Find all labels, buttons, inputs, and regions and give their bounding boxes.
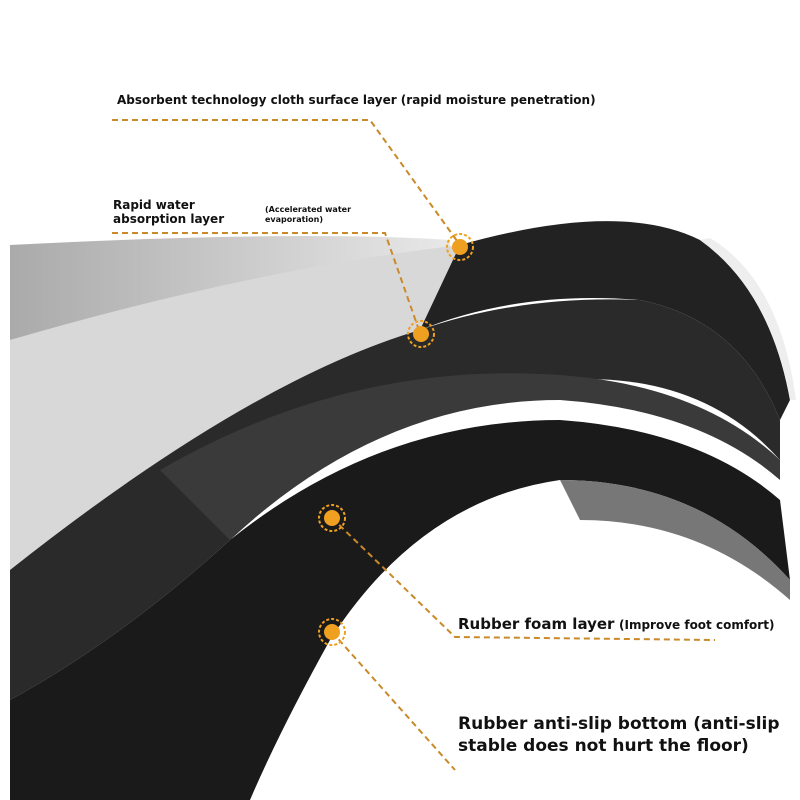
- leader-line-bottom: [331, 631, 456, 771]
- label-surface-layer: Absorbent technology cloth surface layer…: [117, 93, 596, 107]
- label-anti-slip-bottom: Rubber anti-slip bottom (anti-slip stabl…: [458, 713, 780, 757]
- label-foam-layer: Rubber foam layer: [458, 615, 615, 633]
- label-absorption-note-2: evaporation): [265, 215, 324, 224]
- label-absorption-note: (Accelerated water evaporation): [265, 205, 351, 225]
- leader-line-foam: [331, 517, 716, 641]
- foam-layer: [10, 299, 780, 700]
- marker-dot-bottom: [318, 618, 346, 646]
- anti-slip-bottom: [10, 420, 790, 800]
- label-absorption-line-1: Rapid water: [113, 198, 195, 212]
- label-absorption-line-2: absorption layer: [113, 212, 225, 226]
- leader-line-surface: [112, 119, 461, 246]
- marker-dots: [318, 233, 474, 646]
- label-absorption-note-1: (Accelerated water: [265, 205, 352, 214]
- label-absorption-layer: Rapid water absorption layer: [113, 198, 224, 226]
- leader-line-absorption: [112, 232, 421, 334]
- marker-dot-foam: [318, 504, 346, 532]
- bottom-edge: [560, 480, 790, 600]
- label-bottom-line-1: Rubber anti-slip bottom (anti-slip: [458, 714, 780, 734]
- foam-edge: [160, 373, 780, 540]
- label-bottom-line-2: stable does not hurt the floor): [458, 736, 749, 756]
- top-black-layer: [420, 221, 790, 420]
- marker-dot-surface: [446, 233, 474, 261]
- marker-dot-absorption: [407, 320, 435, 348]
- label-foam-note: (Improve foot comfort): [619, 618, 775, 632]
